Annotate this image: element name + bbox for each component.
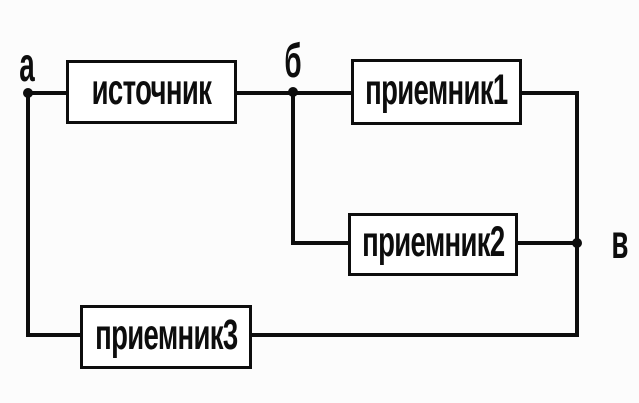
block-receiver2: приемник2 bbox=[348, 213, 518, 276]
block-receiver3: приемник3 bbox=[80, 305, 252, 369]
node-a-junction-dot bbox=[23, 88, 33, 98]
block-source: источник bbox=[66, 60, 237, 124]
wire-node-a-to-source bbox=[26, 91, 68, 95]
wire-receiver2-to-node-v bbox=[515, 241, 577, 245]
wire-receiver3-to-right-branch bbox=[249, 333, 579, 337]
wire-node-b-vertical-branch bbox=[291, 92, 295, 245]
node-b-label: б bbox=[284, 35, 302, 88]
block-receiver3-label: приемник3 bbox=[94, 310, 238, 359]
node-v-label: в bbox=[611, 216, 629, 269]
node-b-junction-dot bbox=[288, 87, 298, 97]
wire-node-b-to-receiver2 bbox=[291, 241, 351, 245]
wire-right-vertical-branch bbox=[575, 91, 579, 337]
wire-node-a-to-receiver3 bbox=[26, 333, 83, 337]
node-v-junction-dot bbox=[572, 238, 582, 248]
wire-left-vertical-branch bbox=[26, 91, 30, 337]
block-source-label: источник bbox=[91, 65, 212, 114]
block-receiver1-label: приемник1 bbox=[365, 65, 508, 114]
node-a-label: а bbox=[19, 39, 35, 92]
block-receiver2-label: приемник2 bbox=[361, 218, 505, 266]
wire-receiver1-to-right-branch bbox=[519, 91, 579, 95]
block-receiver1: приемник1 bbox=[351, 59, 522, 125]
